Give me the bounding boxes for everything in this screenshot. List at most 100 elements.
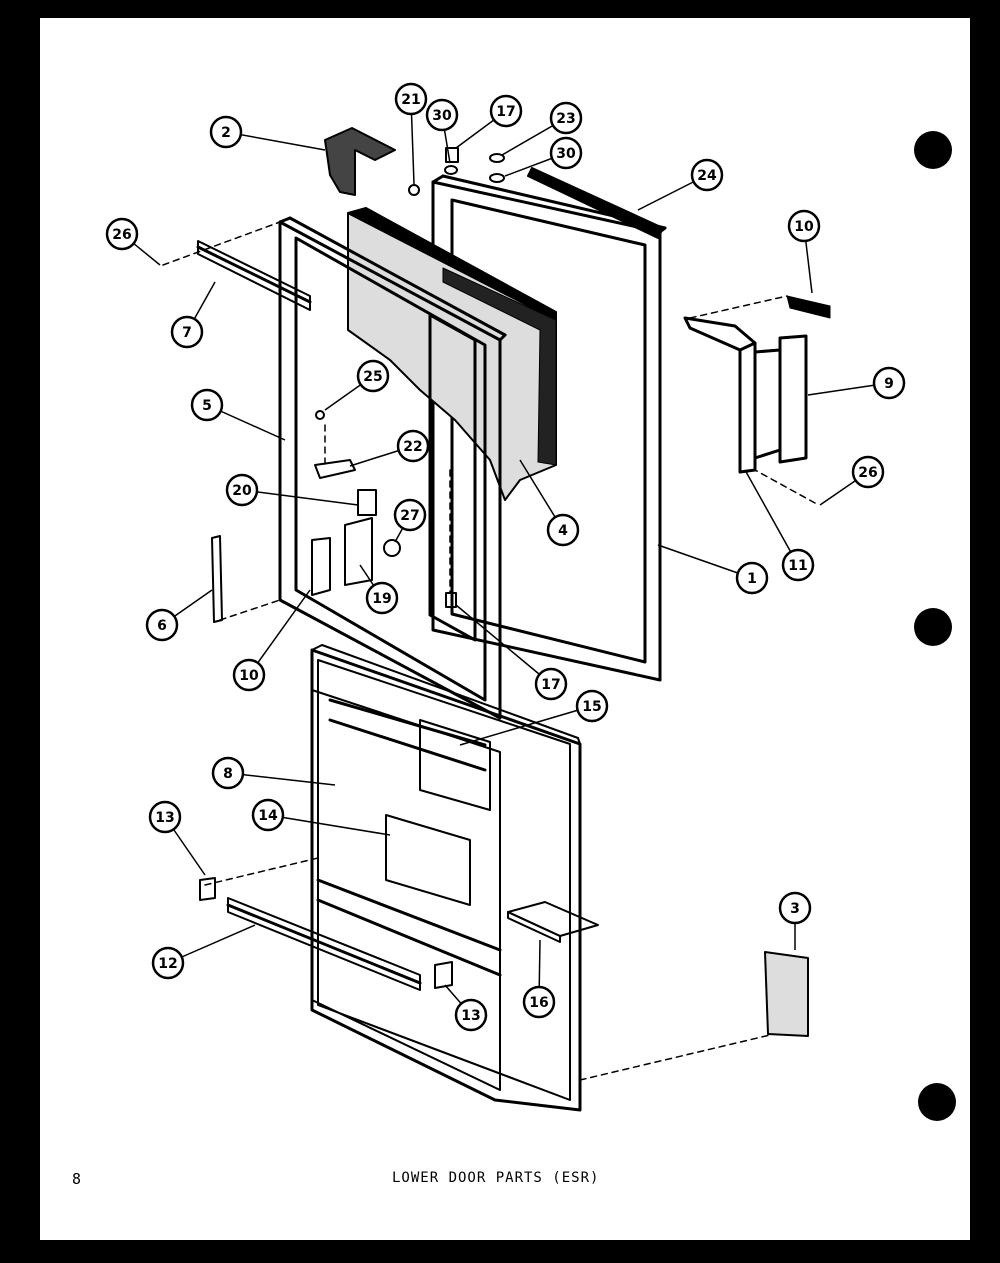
callout-number: 27 bbox=[400, 508, 419, 524]
callout-number: 4 bbox=[558, 523, 568, 539]
callout-c12: 12 bbox=[151, 946, 185, 980]
callout-c7: 7 bbox=[170, 315, 204, 349]
callout-number: 22 bbox=[403, 439, 422, 455]
callout-c16: 16 bbox=[522, 985, 556, 1019]
callout-number: 30 bbox=[432, 108, 452, 124]
construction-lines bbox=[162, 221, 816, 1081]
callout-number: 10 bbox=[794, 219, 814, 235]
callout-number: 24 bbox=[697, 168, 717, 184]
callout-c21: 21 bbox=[394, 82, 428, 116]
side-strip bbox=[211, 535, 223, 623]
callout-circle bbox=[454, 998, 488, 1032]
callout-c2: 2 bbox=[209, 115, 243, 149]
callout-circle bbox=[151, 946, 185, 980]
leader-line-c10b bbox=[248, 589, 311, 676]
top-bracket bbox=[196, 240, 312, 311]
door-handle bbox=[683, 316, 808, 474]
callout-number: 8 bbox=[223, 766, 233, 782]
callout-circle bbox=[396, 429, 430, 463]
callout-circle bbox=[393, 498, 427, 532]
callout-c25: 25 bbox=[356, 359, 390, 393]
callout-c10a: 10 bbox=[787, 209, 821, 243]
callout-number: 23 bbox=[556, 111, 575, 127]
top-trim-strip bbox=[527, 167, 664, 239]
callout-number: 16 bbox=[529, 995, 548, 1011]
binder-hole-bottom bbox=[918, 1083, 956, 1121]
callout-circle bbox=[575, 689, 609, 723]
callout-c3: 3 bbox=[778, 891, 812, 925]
callout-number: 1 bbox=[747, 571, 757, 587]
callout-circle bbox=[211, 756, 245, 790]
callout-number: 5 bbox=[202, 398, 212, 414]
callout-number: 19 bbox=[372, 591, 391, 607]
callout-c13a: 13 bbox=[148, 800, 182, 834]
callout-number: 30 bbox=[556, 146, 576, 162]
callout-c1: 1 bbox=[735, 561, 769, 595]
callout-number: 26 bbox=[112, 227, 131, 243]
callout-circle bbox=[546, 513, 580, 547]
callout-number: 15 bbox=[582, 699, 601, 715]
page-number: 8 bbox=[72, 1170, 83, 1188]
callout-c17a: 17 bbox=[489, 94, 523, 128]
callout-c11: 11 bbox=[781, 548, 815, 582]
callout-number: 6 bbox=[157, 618, 167, 634]
leader-line-c2 bbox=[225, 131, 326, 151]
callout-circle bbox=[549, 101, 583, 135]
callout-circle bbox=[522, 985, 556, 1019]
callout-circle bbox=[425, 98, 459, 132]
callout-c24: 24 bbox=[690, 158, 724, 192]
callout-circle bbox=[232, 658, 266, 692]
callout-number: 17 bbox=[541, 677, 560, 693]
callout-number: 10 bbox=[239, 668, 259, 684]
callout-circle bbox=[735, 561, 769, 595]
leader-line-c20 bbox=[241, 489, 359, 506]
callout-circle bbox=[148, 800, 182, 834]
handle-trim bbox=[786, 295, 831, 319]
callout-circle bbox=[549, 136, 583, 170]
lower-door-panel bbox=[310, 644, 582, 1112]
callout-number: 17 bbox=[496, 104, 515, 120]
callout-c13b: 13 bbox=[454, 998, 488, 1032]
callout-number: 9 bbox=[884, 376, 894, 392]
callout-c30a: 30 bbox=[425, 98, 459, 132]
callout-c30b: 30 bbox=[549, 136, 583, 170]
callout-number: 20 bbox=[232, 483, 252, 499]
callout-circle bbox=[356, 359, 390, 393]
callout-number: 13 bbox=[461, 1008, 480, 1024]
callout-c15: 15 bbox=[575, 689, 609, 723]
callout-circle bbox=[394, 82, 428, 116]
callout-number: 25 bbox=[363, 369, 382, 385]
callout-number: 3 bbox=[790, 901, 800, 917]
bottom-rail bbox=[226, 897, 422, 991]
callout-circle bbox=[190, 388, 224, 422]
callout-number: 7 bbox=[182, 325, 192, 341]
callout-c14: 14 bbox=[251, 798, 285, 832]
hinge-cover bbox=[324, 127, 396, 196]
binder-hole-middle bbox=[914, 608, 952, 646]
callout-circle bbox=[209, 115, 243, 149]
callout-c19: 19 bbox=[365, 581, 399, 615]
binder-hole-top bbox=[914, 131, 952, 169]
callout-circle bbox=[781, 548, 815, 582]
callout-circle bbox=[365, 581, 399, 615]
callout-c26a: 26 bbox=[105, 217, 139, 251]
callout-circle bbox=[851, 455, 885, 489]
callout-circle bbox=[225, 473, 259, 507]
callout-circle bbox=[105, 217, 139, 251]
callout-c5: 5 bbox=[190, 388, 224, 422]
callout-number: 13 bbox=[155, 810, 174, 826]
callout-c9: 9 bbox=[872, 366, 906, 400]
callout-number: 12 bbox=[158, 956, 177, 972]
callout-c4: 4 bbox=[546, 513, 580, 547]
callout-c27: 27 bbox=[393, 498, 427, 532]
leader-line-c11 bbox=[744, 469, 799, 566]
callout-circle bbox=[489, 94, 523, 128]
switch-assembly bbox=[199, 147, 505, 989]
callout-number: 14 bbox=[258, 808, 278, 824]
callout-circle bbox=[872, 366, 906, 400]
callout-circle bbox=[787, 209, 821, 243]
door-liner-frame bbox=[278, 216, 507, 720]
callout-c26b: 26 bbox=[851, 455, 885, 489]
